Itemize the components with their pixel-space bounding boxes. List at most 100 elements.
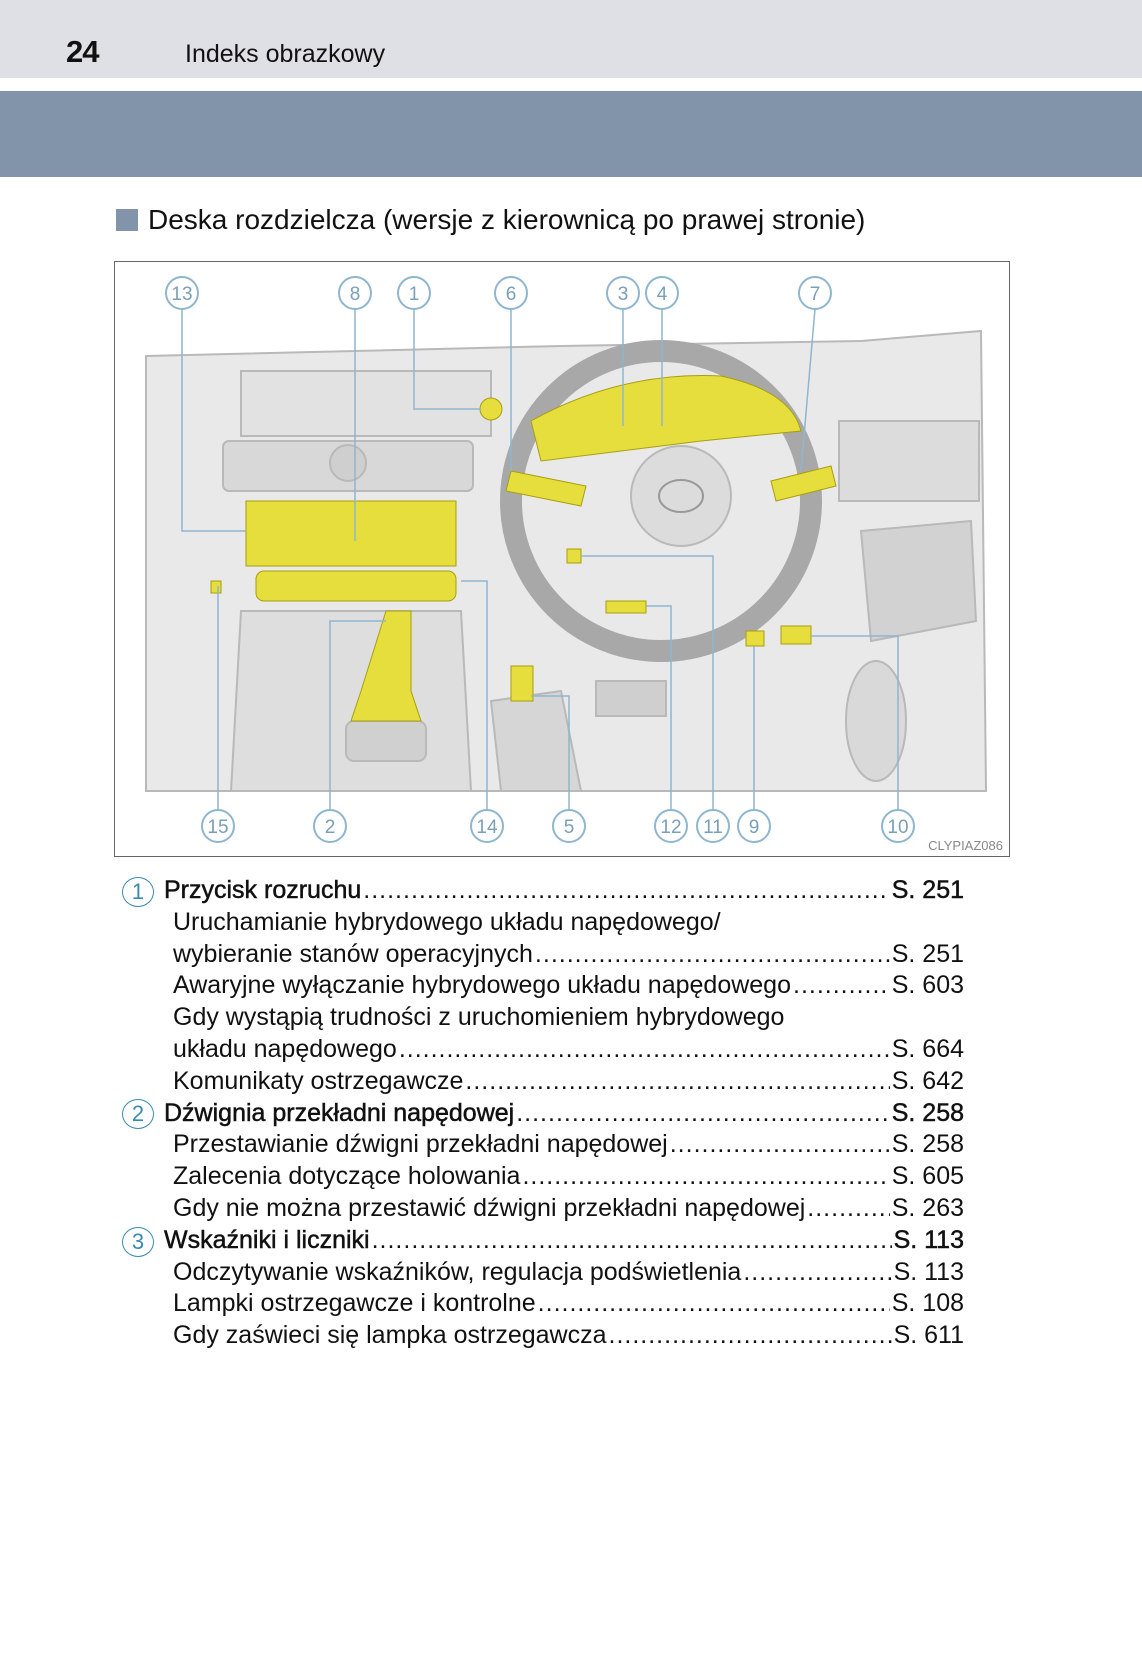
item-number-badge: 3 — [122, 1226, 154, 1257]
switch-11 — [566, 548, 582, 564]
callout-number-6: 6 — [506, 284, 517, 305]
callout-number-15: 15 — [207, 817, 228, 838]
entry-text: układu napędowego — [173, 1034, 397, 1063]
page-reference[interactable]: S. 605 — [891, 1162, 964, 1191]
callout-number-12: 12 — [660, 817, 681, 838]
left-lever — [505, 470, 587, 507]
index-entry[interactable]: 3 Wskaźniki i liczniki S. 113 — [122, 1226, 964, 1258]
page-reference[interactable]: S. 258 — [891, 1130, 964, 1159]
leader-dots — [538, 1289, 890, 1318]
entry-text: Zalecenia dotyczące holowania — [173, 1162, 521, 1191]
leader-dots — [522, 1162, 889, 1191]
index-subentry[interactable]: układu napędowego S. 664 — [122, 1035, 964, 1067]
pedal-release — [510, 665, 534, 702]
callout-circle-11 — [696, 809, 730, 843]
entry-text: Lampki ostrzegawcze i kontrolne — [173, 1289, 536, 1318]
callout-lines — [181, 308, 899, 810]
meter-cluster — [530, 375, 802, 462]
page-reference[interactable]: S. 258 — [891, 1098, 964, 1127]
callout-circle-3 — [606, 276, 640, 310]
item-number-badge: 1 — [122, 876, 154, 907]
callout-circle-5 — [552, 809, 586, 843]
right-lever — [770, 465, 837, 502]
callout-circle-13 — [165, 276, 199, 310]
index-subentry[interactable]: wybieranie stanów operacyjnychS. 251 — [122, 940, 964, 972]
page-reference[interactable]: S. 108 — [891, 1289, 964, 1318]
switch-10 — [780, 625, 812, 645]
index-subentry[interactable]: Uruchamianie hybrydowego układu napędowe… — [122, 908, 964, 940]
entry-text: Gdy nie można przestawić dźwigni przekła… — [173, 1193, 806, 1222]
item-number-badge: 2 — [122, 1099, 154, 1130]
callout-number-5: 5 — [564, 817, 575, 838]
entry-text: Dźwignia przekładni napędowej — [164, 1098, 515, 1127]
page-reference[interactable]: S. 251 — [891, 939, 964, 968]
callout-circle-14 — [470, 809, 504, 843]
page-reference[interactable]: S. 611 — [893, 1321, 964, 1350]
callout-number-3: 3 — [618, 284, 629, 305]
leader-dots — [670, 1130, 890, 1159]
leader-dots — [465, 1067, 889, 1096]
index-subentry[interactable]: Gdy zaświeci się lampka ostrzegawcza S. 6… — [122, 1321, 964, 1353]
callout-number-14: 14 — [476, 817, 498, 838]
callout-number-13: 13 — [171, 284, 192, 305]
callout-circle-12 — [654, 809, 688, 843]
page-reference[interactable]: S. 113 — [893, 1225, 964, 1255]
page-reference[interactable]: S. 113 — [893, 1257, 964, 1286]
subsection-heading: Deska rozdzielcza (wersje z kierownicą p… — [116, 204, 865, 236]
switch-15 — [210, 580, 222, 594]
entry-text: Gdy zaświeci się lampka ostrzegawcza — [173, 1321, 607, 1350]
index-subentry[interactable]: Odczytywanie wskaźników, regulacja podśw… — [122, 1258, 964, 1290]
entry-text: Uruchamianie hybrydowego układu napędowe… — [173, 907, 721, 936]
callout-number-7: 7 — [810, 284, 821, 305]
page-reference[interactable]: S. 603 — [891, 971, 964, 1000]
callout-number-10: 10 — [887, 817, 908, 838]
callout-circle-9 — [737, 809, 771, 843]
page-reference[interactable]: S. 251 — [891, 876, 964, 905]
leader-dots — [399, 1035, 890, 1064]
highlighted-controls — [210, 375, 837, 722]
callout-circle-7 — [798, 276, 832, 310]
index-subentry[interactable]: Zalecenia dotyczące holowania S. 605 — [122, 1162, 964, 1194]
switch-12 — [605, 600, 647, 614]
callout-circle-8 — [338, 276, 372, 310]
callout-circle-15 — [201, 809, 235, 843]
index-subentry[interactable]: Komunikaty ostrzegawcze S. 642 — [122, 1067, 964, 1099]
callout-circle-4 — [645, 276, 679, 310]
index-subentry[interactable]: Gdy wystąpią trudności z uruchomieniem h… — [122, 1003, 964, 1035]
entry-text: Awaryjne wyłączanie hybrydowego układu n… — [173, 971, 791, 1000]
callout-circle-6 — [494, 276, 528, 310]
dashboard-sketch — [145, 329, 988, 792]
chapter-band — [0, 91, 1142, 177]
callout-circle-1 — [397, 276, 431, 310]
index-subentry[interactable]: Przestawianie dźwigni przekładni napędow… — [122, 1130, 964, 1162]
leader-dots — [535, 940, 890, 969]
climate-panel — [255, 570, 457, 602]
leader-dots — [516, 1099, 890, 1128]
page-reference[interactable]: S. 263 — [891, 1193, 964, 1222]
entry-text: Przestawianie dźwigni przekładni napędow… — [173, 1130, 668, 1159]
page-reference[interactable]: S. 642 — [891, 1066, 964, 1095]
page-reference[interactable]: S. 664 — [891, 1034, 964, 1063]
callout-number-9: 9 — [749, 817, 760, 838]
entry-text: Gdy wystąpią trudności z uruchomieniem h… — [173, 1003, 785, 1032]
entry-text: Komunikaty ostrzegawcze — [173, 1066, 464, 1095]
switch-9 — [745, 630, 765, 647]
start-button — [479, 397, 503, 421]
callout-circle-2 — [313, 809, 347, 843]
index-subentry[interactable]: Gdy nie można przestawić dźwigni przekła… — [122, 1194, 964, 1226]
entry-text: Wskaźniki i liczniki — [164, 1225, 370, 1255]
index-subentry[interactable]: Awaryjne wyłączanie hybrydowego układu n… — [122, 971, 964, 1003]
index-subentry[interactable]: Lampki ostrzegawcze i kontrolne S. 108 — [122, 1289, 964, 1321]
leader-dots — [743, 1258, 891, 1287]
callout-circle-10 — [881, 809, 915, 843]
leader-dots — [372, 1226, 892, 1255]
figure-code: CLYPIAZ086 — [928, 838, 1003, 853]
leader-dots — [793, 971, 890, 1000]
callout-number-1: 1 — [409, 284, 420, 305]
index-entry[interactable]: 2 Dźwignia przekładni napędowej S. 258 — [122, 1098, 964, 1131]
